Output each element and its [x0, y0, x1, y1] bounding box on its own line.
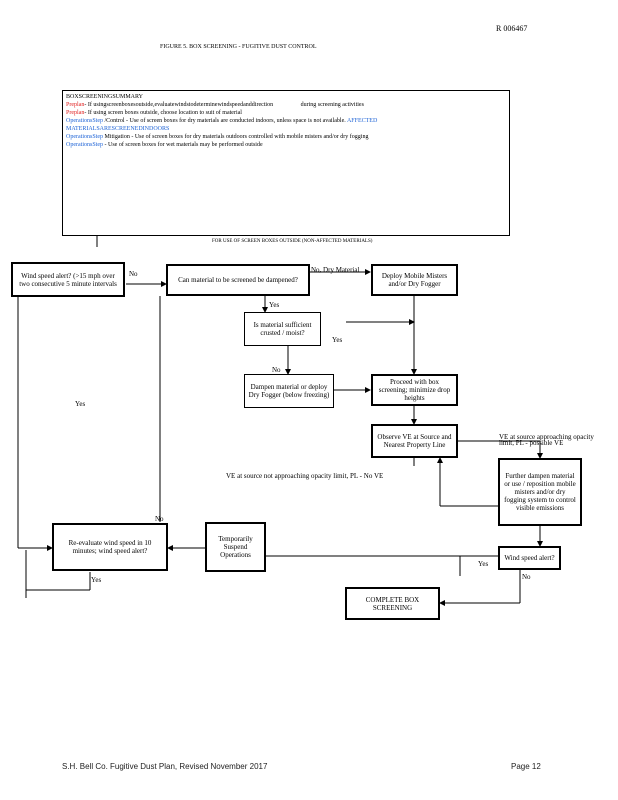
deploy-misters-box: Deploy Mobile Misters and/or Dry Fogger	[371, 264, 458, 296]
summary-line-3: OperationsStep /Control - Use of screen …	[66, 118, 378, 124]
footer-left: S.H. Bell Co. Fugitive Dust Plan, Revise…	[62, 762, 268, 771]
observe-ve-box: Observe VE at Source and Nearest Propert…	[371, 424, 458, 458]
wind-speed-alert-box: Wind speed alert? (>15 mph over two cons…	[11, 262, 125, 297]
label-yes-left: Yes	[75, 400, 86, 408]
label-yes-side: Yes	[332, 336, 343, 344]
section-label: FOR USE OF SCREEN BOXES OUTSIDE (NON-AFF…	[212, 239, 373, 244]
footer-page-number: Page 12	[511, 762, 541, 771]
label-no-dampen: No	[272, 366, 281, 374]
label-ve-not-approaching: VE at source not approaching opacity lim…	[226, 472, 384, 480]
proceed-screening-box: Proceed with box screening; minimize dro…	[371, 374, 458, 406]
crusted-moist-box: Is material sufficient crusted / moist?	[244, 312, 321, 346]
summary-line-2: Preplan- If using screen boxes outside, …	[66, 110, 242, 116]
document-number: R 006467	[496, 24, 528, 33]
label-ve-approaching: VE at source approaching opacity limit, …	[499, 433, 594, 447]
summary-line-5: OperationsStep Mitigation - Use of scree…	[66, 134, 369, 140]
label-yes-wind2: Yes	[478, 560, 489, 568]
label-yes-crusted: Yes	[269, 301, 280, 309]
label-no-wind: No	[129, 270, 138, 278]
summary-title: BOXSCREENINGSUMMARY	[66, 94, 144, 100]
label-no-wind2: No	[522, 573, 531, 581]
further-dampen-box: Further dampen material or use / reposit…	[498, 458, 582, 526]
reevaluate-wind-box: Re-evaluate wind speed in 10 minutes; wi…	[52, 523, 168, 571]
summary-line-6: OperationsStep - Use of screen boxes for…	[66, 142, 263, 148]
label-no-dry-material: No, Dry Material	[311, 266, 360, 274]
box-screening-summary: BOXSCREENINGSUMMARY Preplan- If usingscr…	[62, 90, 510, 236]
wind-speed-alert-2-box: Wind speed alert?	[498, 546, 561, 570]
summary-line-4: MATERIALSARESCREENEDINDOORS	[66, 126, 170, 132]
label-no-reevaluate: No	[155, 515, 164, 523]
dampen-material-box: Dampen material or deploy Dry Fogger (be…	[244, 374, 334, 408]
suspend-operations-box: Temporarily Suspend Operations	[205, 522, 266, 572]
complete-screening-box: COMPLETE BOX SCREENING	[345, 587, 440, 620]
label-yes-reevaluate: Yes	[91, 576, 102, 584]
summary-line-1: Preplan- If usingscreenboxesoutside,eval…	[66, 102, 364, 108]
figure-title: FIGURE 5. BOX SCREENING - FUGITIVE DUST …	[160, 44, 317, 50]
material-dampened-box: Can material to be screened be dampened?	[166, 264, 310, 296]
